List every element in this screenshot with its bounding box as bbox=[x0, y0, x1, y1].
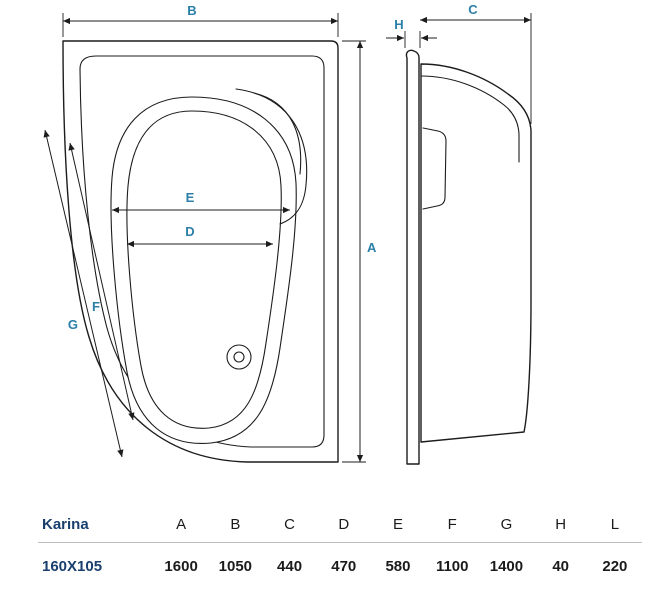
col-header-a: A bbox=[176, 516, 187, 533]
drain-outer bbox=[226, 344, 252, 370]
col-header-c: C bbox=[284, 516, 295, 533]
bathing-well-outer bbox=[110, 96, 297, 444]
col-header-f: F bbox=[447, 516, 457, 533]
value-e: 580 bbox=[385, 558, 411, 575]
headrest-curve-inner bbox=[253, 92, 302, 175]
value-a: 1600 bbox=[164, 558, 198, 575]
headrest-curve-outer bbox=[235, 88, 308, 225]
spec-values-row: 160X105 1600 1050 440 470 580 1100 1400 … bbox=[38, 543, 642, 575]
dim-label-f: F bbox=[92, 299, 100, 314]
dim-label-a: A bbox=[367, 240, 377, 255]
value-b: 1050 bbox=[218, 558, 253, 575]
col-header-g: G bbox=[500, 516, 513, 533]
dim-a: A bbox=[342, 40, 377, 463]
col-header-d: D bbox=[338, 516, 350, 533]
drain-inner bbox=[233, 351, 245, 363]
col-header-e: E bbox=[392, 516, 403, 533]
col-header-h: H bbox=[555, 516, 567, 533]
spec-table: Karina A B C D E F G H L 160X105 1600 10… bbox=[38, 516, 642, 575]
dim-h: H bbox=[386, 17, 437, 48]
dim-label-e: E bbox=[186, 190, 195, 205]
dim-c: C bbox=[420, 2, 532, 124]
dim-label-g: G bbox=[68, 317, 78, 332]
dim-g: G bbox=[43, 129, 124, 458]
dim-label-c: C bbox=[468, 2, 478, 17]
plan-view: B A E D F G bbox=[43, 3, 377, 463]
dim-e: E bbox=[112, 190, 290, 214]
dim-label-d: D bbox=[185, 224, 194, 239]
value-d: 470 bbox=[331, 558, 357, 575]
value-c: 440 bbox=[277, 558, 303, 575]
dim-d: D bbox=[126, 224, 273, 248]
dim-label-h: H bbox=[394, 17, 403, 32]
model-size: 160X105 bbox=[42, 558, 103, 575]
value-g: 1400 bbox=[489, 558, 524, 575]
value-h: 40 bbox=[552, 558, 569, 575]
seat-ledge bbox=[422, 127, 447, 210]
value-f: 1100 bbox=[435, 558, 469, 575]
front-panel bbox=[405, 49, 420, 465]
value-l: 220 bbox=[602, 558, 628, 575]
dim-b: B bbox=[62, 3, 339, 37]
col-header-b: B bbox=[230, 516, 241, 533]
model-name: Karina bbox=[42, 516, 89, 533]
col-header-l: L bbox=[610, 516, 620, 533]
spec-header-row: Karina A B C D E F G H L bbox=[38, 516, 642, 543]
dim-label-b: B bbox=[187, 3, 196, 18]
tub-side-rim-line bbox=[420, 75, 520, 163]
tub-side-profile bbox=[420, 63, 532, 443]
side-view: H C bbox=[386, 2, 532, 465]
technical-drawing: B A E D F G bbox=[43, 2, 532, 465]
